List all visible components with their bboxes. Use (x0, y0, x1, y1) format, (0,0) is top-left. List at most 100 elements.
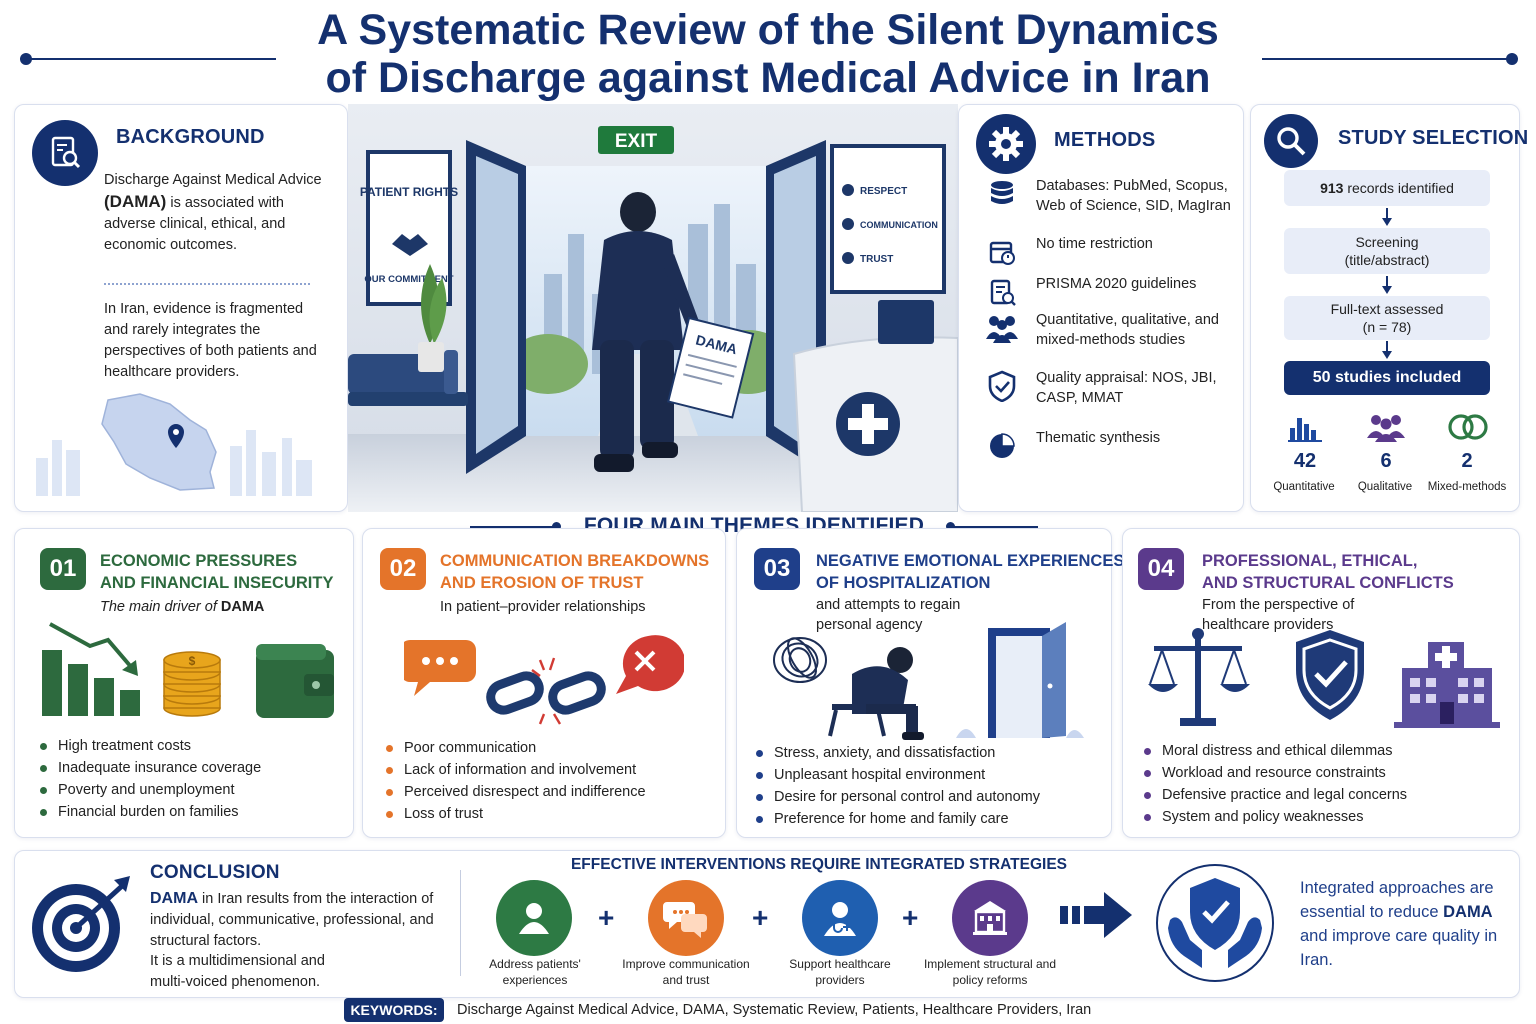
methods-item-text: No time restriction (1036, 236, 1153, 252)
doctor-icon (802, 880, 878, 956)
stat-quantitative-value: 42 (1293, 450, 1317, 472)
flow-step-fulltext: Full-text assessed (n = 78) (1284, 296, 1490, 340)
shield-hands-icon (1156, 864, 1274, 982)
document-search-icon (32, 120, 98, 186)
building-icon (952, 880, 1028, 956)
records-label: records identified (1347, 180, 1454, 196)
themes-dot-right (946, 522, 955, 531)
intervention-label-4: Implement structural and policy reforms (923, 957, 1057, 987)
bullet-item: System and policy weaknesses (1140, 806, 1407, 828)
theme-title-01: ECONOMIC PRESSURES AND FINANCIAL INSECUR… (100, 550, 333, 594)
theme-subtitle-04-line-1: From the perspective of (1202, 597, 1355, 613)
poster-left-sub: OUR COMMITMENT (364, 274, 453, 285)
title-dot-left (20, 53, 32, 65)
theme-title-02-line-2: AND EROSION OF TRUST (440, 574, 644, 592)
background-para-1-start: Discharge Against Medical Advice (104, 172, 322, 188)
bullet-item: Lack of information and involvement (382, 759, 646, 781)
keywords-label: KEYWORDS: (344, 998, 444, 1022)
checklist-icon (984, 274, 1020, 310)
person-icon (496, 880, 572, 956)
theme-title-03-line-1: NEGATIVE EMOTIONAL EXPERIENCES (816, 552, 1125, 570)
theme-title-03-line-2: OF HOSPITALIZATION (816, 574, 991, 592)
theme-subtitle-02: In patient–provider relationships (440, 599, 646, 615)
distressed-person-icon (773, 622, 1084, 740)
stat-mixed-value: 2 (1461, 450, 1473, 472)
exit-sign-text: EXIT (615, 131, 658, 152)
bullet-item: Moral distress and ethical dilemmas (1140, 740, 1407, 762)
theme-title-02: COMMUNICATION BREAKDOWNS AND EROSION OF … (440, 550, 709, 594)
records-count: 913 (1320, 180, 1344, 196)
theme-title-01-line-1: ECONOMIC PRESSURES (100, 552, 298, 570)
flow-step-included: 50 studies included (1284, 361, 1490, 395)
hospital-exit-illustration: EXIT PATIENT RIGHTS OUR COMMITMENT RESPE… (348, 104, 958, 512)
arrow-down-icon (1382, 341, 1392, 359)
theme-subtitle-01-bold: DAMA (220, 599, 265, 615)
fulltext-line-1: Full-text assessed (1330, 301, 1444, 317)
screening-line-1: Screening (1355, 234, 1419, 250)
rings-icon (1448, 414, 1488, 440)
theme-subtitle-03-line-1: and attempts to regain (816, 597, 961, 613)
bullet-item: Perceived disrespect and indifference (382, 781, 646, 803)
theme-title-01-line-2: AND FINANCIAL INSECURITY (100, 574, 334, 592)
bullet-item: Preference for home and family care (752, 808, 1040, 830)
conclusion-dama-bold: DAMA (150, 890, 198, 907)
target-icon (32, 876, 130, 972)
plus-icon: + (752, 902, 769, 933)
title-rule-left (26, 58, 276, 60)
bullet-item: Financial burden on families (36, 801, 261, 823)
methods-item-text: Quality appraisal: NOS, JBI, CASP, MMAT (1036, 370, 1217, 406)
poster-left-title: PATIENT RIGHTS (360, 185, 458, 199)
stat-quantitative-label: Quantitative (1273, 481, 1335, 493)
intervention-label-2: Improve communication and trust (622, 957, 750, 987)
background-para-1: Discharge Against Medical Advice (DAMA) … (104, 170, 336, 256)
poster-right-item-2: COMMUNICATION (860, 220, 938, 230)
methods-item-text: PRISMA 2020 guidelines (1036, 276, 1197, 292)
theme-03-bullets: Stress, anxiety, and dissatisfaction Unp… (752, 742, 1040, 830)
iran-map-icon (36, 393, 312, 496)
money-decline-icon: $ (42, 622, 334, 718)
background-heading: BACKGROUND (116, 126, 265, 148)
bullet-item: Poverty and unemployment (36, 779, 261, 801)
study-selection-heading: STUDY SELECTION (1338, 127, 1529, 149)
flow-step-records: 913 records identified (1284, 170, 1490, 206)
title-line-2: of Discharge against Medical Advice in I… (325, 54, 1211, 102)
title-dot-right (1506, 53, 1518, 65)
title-rule-right (1262, 58, 1512, 60)
theme-title-04: PROFESSIONAL, ETHICAL, AND STRUCTURAL CO… (1202, 550, 1454, 594)
people-icon (984, 310, 1020, 346)
chat-icon (648, 880, 724, 956)
bullet-item: Inadequate insurance coverage (36, 757, 261, 779)
bullet-item: High treatment costs (36, 735, 261, 757)
methods-item-time: No time restriction (984, 234, 1153, 270)
poster-right-item-3: TRUST (860, 254, 893, 265)
theme-subtitle-01-text: The main driver of (100, 599, 217, 615)
bullet-item: Defensive practice and legal concerns (1140, 784, 1407, 806)
theme-title-04-line-2: AND STRUCTURAL CONFLICTS (1202, 574, 1454, 592)
bullet-item: Loss of trust (382, 803, 646, 825)
bullet-item: Workload and resource constraints (1140, 762, 1407, 784)
bar-chart-icon (1288, 418, 1322, 442)
final-message: Integrated approaches are essential to r… (1300, 876, 1500, 972)
theme-number-03: 03 (754, 548, 800, 590)
stat-qualitative-label: Qualitative (1357, 481, 1413, 493)
intervention-label-1: Address patients' experiences (489, 957, 581, 987)
theme-number-02: 02 (380, 548, 426, 590)
theme-subtitle-03-line-2: personal agency (816, 617, 923, 633)
title-line-1: A Systematic Review of the Silent Dynami… (317, 6, 1219, 54)
conclusion-heading: CONCLUSION (150, 862, 280, 883)
bullet-item: Stress, anxiety, and dissatisfaction (752, 742, 1040, 764)
background-dama-bold: (DAMA) (104, 192, 167, 211)
broken-chain-icon (404, 635, 684, 725)
final-message-end: and improve care quality in Iran. (1300, 927, 1498, 969)
plus-icon: + (598, 902, 615, 933)
methods-heading: METHODS (1054, 129, 1156, 151)
methods-item-quality: Quality appraisal: NOS, JBI, CASP, MMAT (984, 368, 1217, 406)
calendar-icon (984, 234, 1020, 270)
plus-icon: + (902, 902, 919, 933)
final-message-dama-bold: DAMA (1443, 903, 1493, 921)
methods-item-synthesis: Thematic synthesis (984, 428, 1160, 464)
conclusion-divider (460, 870, 461, 976)
theme-subtitle-04: From the perspective of healthcare provi… (1202, 595, 1354, 635)
scales-shield-building-icons (1148, 628, 1500, 728)
fulltext-line-2: (n = 78) (1362, 319, 1412, 335)
